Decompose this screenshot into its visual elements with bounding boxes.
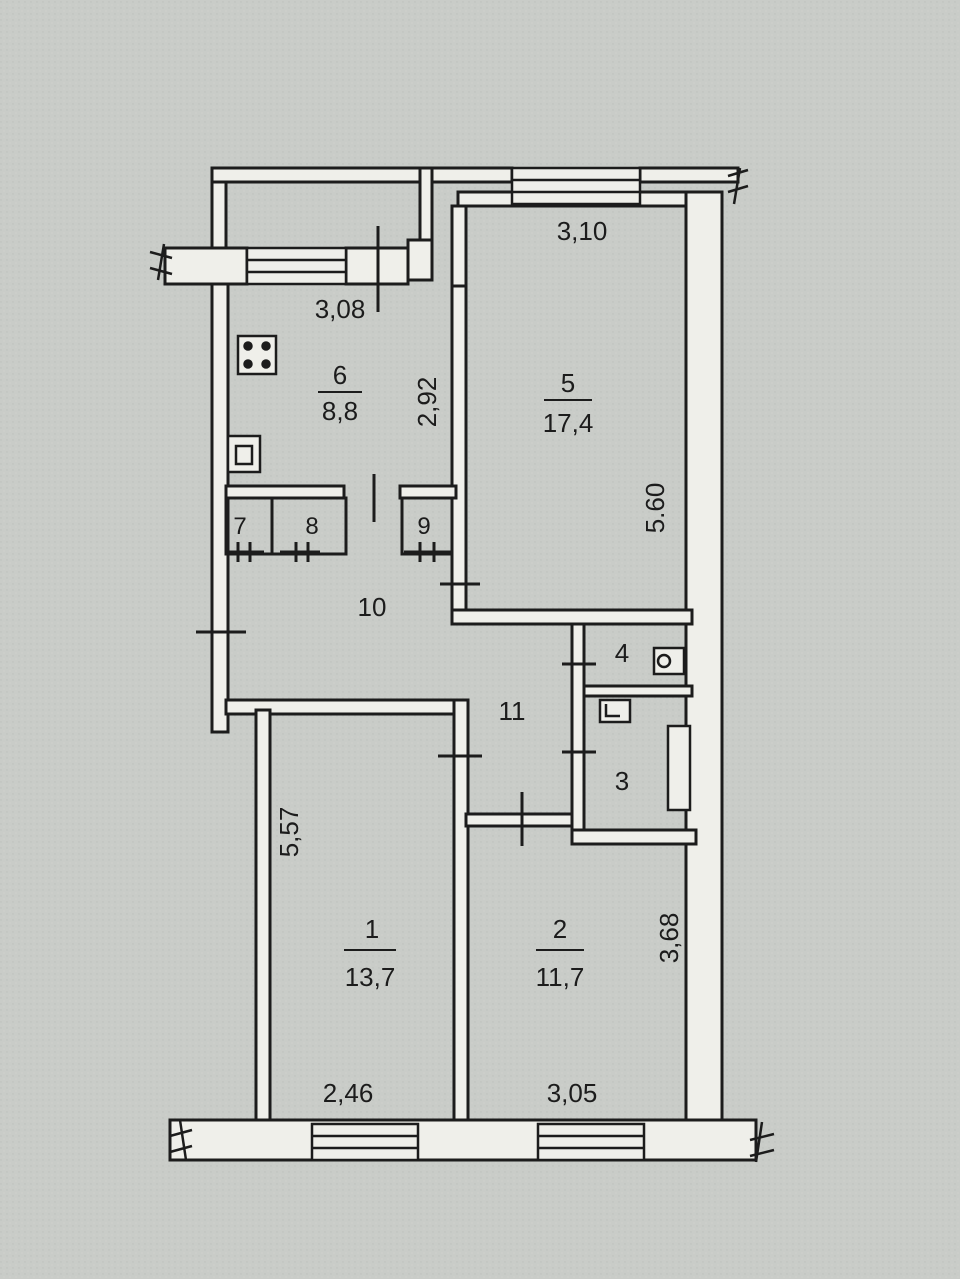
right-outer-wall [684,190,724,1126]
dim-room2-width: 3,05 [547,1078,598,1108]
kitchen-top-wall-piece [406,238,434,282]
room-number-3: 3 [615,766,629,796]
room-number-6: 6 [333,360,347,390]
room-number-1: 1 [365,914,379,944]
washbasin-icon [652,646,686,676]
bathroom-bottom-wall [570,828,698,846]
window-room2 [536,1122,646,1162]
dim-room1-width: 2,46 [323,1078,374,1108]
room-number-4: 4 [615,638,629,668]
room5-bottom-wall [450,608,694,626]
kitchen-top-wall-left [163,246,249,286]
room1-room2-wall [452,698,470,1126]
top-wall-left [210,166,514,184]
bathroom-left-wall [570,622,586,842]
wc-bathroom-wall [582,684,694,698]
bathtub-icon [666,724,692,812]
room-number-5: 5 [561,368,575,398]
toilet-icon [598,698,632,724]
bottom-outer-wall [168,1118,758,1162]
room-area-6: 8,8 [322,396,358,426]
room-number-10: 10 [358,592,387,622]
room-number-2: 2 [553,914,567,944]
loggia-partition [418,166,434,252]
dim-kitchen-width: 3,08 [315,294,366,324]
closets-7-8 [224,496,348,556]
door-marks [196,226,596,846]
dim-room5-width: 3,10 [557,216,608,246]
room1-left-wall [254,708,272,1126]
window-kitchen [245,246,348,286]
dim-room2-length: 3,68 [654,913,684,964]
room5-left-wall [450,204,468,288]
dim-room5-length: 5.60 [640,483,670,534]
window-top-room5 [510,166,642,206]
room-number-9: 9 [417,513,430,540]
stove-icon [236,334,278,376]
closet-9 [400,496,454,556]
wall-break-marks [149,167,775,1163]
top-wall-right [638,166,740,184]
dim-room1-length: 5,57 [274,807,304,858]
room-number-8: 8 [305,513,318,540]
room-number-11: 11 [499,696,526,726]
kitchen-bottom-wall-right [398,484,458,500]
window-room1 [310,1122,420,1162]
sink-icon [226,434,262,474]
room-number-7: 7 [233,513,246,540]
left-outer-wall [210,282,230,734]
dim-kitchen-depth: 2,92 [412,377,442,428]
room-area-2: 11,7 [536,962,585,992]
kitchen-bottom-wall [224,484,346,500]
room-area-1: 13,7 [345,962,396,992]
room-area-5: 17,4 [543,408,594,438]
kitchen-room5-wall [450,282,468,616]
